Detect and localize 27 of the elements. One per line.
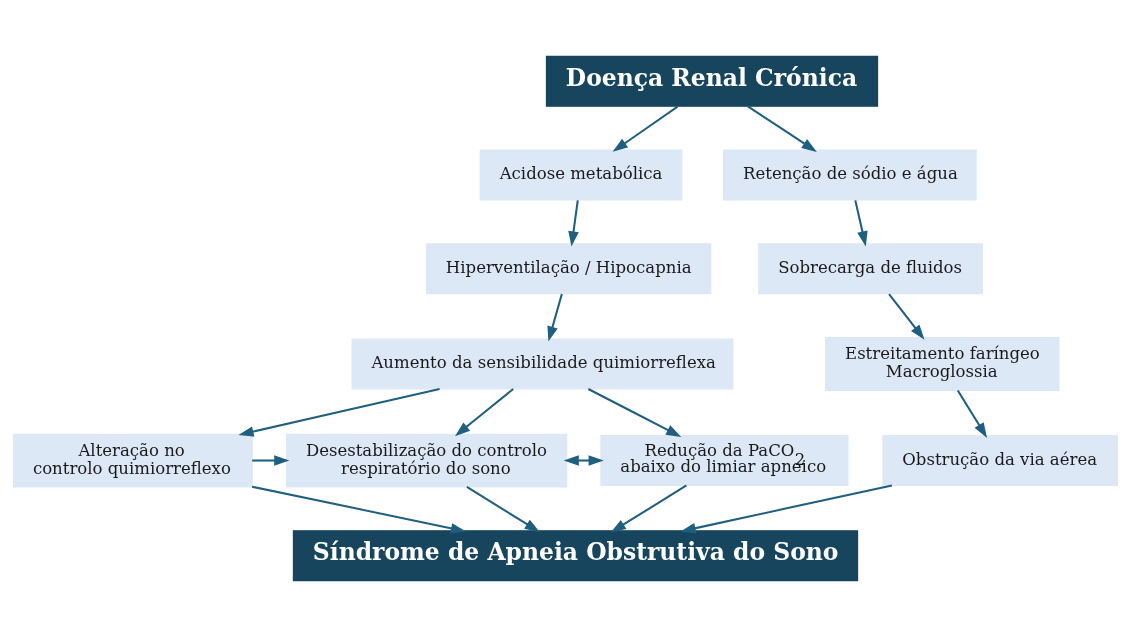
- arrow: [747, 105, 817, 152]
- arrow: [568, 200, 579, 247]
- node-box: Estreitamento faríngeo Macroglossia: [825, 337, 1060, 391]
- arrow: [956, 389, 988, 438]
- node-box: Síndrome de Apneia Obstrutiva do Sono: [292, 530, 859, 582]
- arrow: [888, 293, 925, 340]
- node-box: Retenção de sódio e água: [723, 149, 977, 201]
- arrow: [610, 484, 687, 533]
- node-box: Obstrução da via aérea: [882, 435, 1119, 487]
- arrow: [547, 293, 563, 342]
- arrow: [612, 105, 679, 152]
- arrow: [466, 486, 540, 533]
- node-box: Hiperventilação / Hipocapnia: [425, 243, 712, 295]
- arrow: [587, 388, 682, 437]
- node-box: Acidose metabólica: [479, 149, 683, 201]
- node-box: Doença Renal Crónica: [545, 55, 879, 107]
- node-box: Aumento da sensibilidade quimiorreflexa: [351, 338, 734, 390]
- arrow: [455, 388, 514, 437]
- arrow: [238, 387, 440, 437]
- arrow: [252, 455, 290, 466]
- node-box: Desestabilização do controlo respiratório do sono: [285, 433, 568, 488]
- arrow: [680, 484, 893, 534]
- arrow: [563, 455, 604, 466]
- arrow: [854, 200, 868, 247]
- node-box: Sobrecarga de fluidos: [758, 243, 983, 295]
- arrow: [251, 485, 466, 534]
- node-box: Alteração no controlo quimiorreflexo: [12, 433, 253, 488]
